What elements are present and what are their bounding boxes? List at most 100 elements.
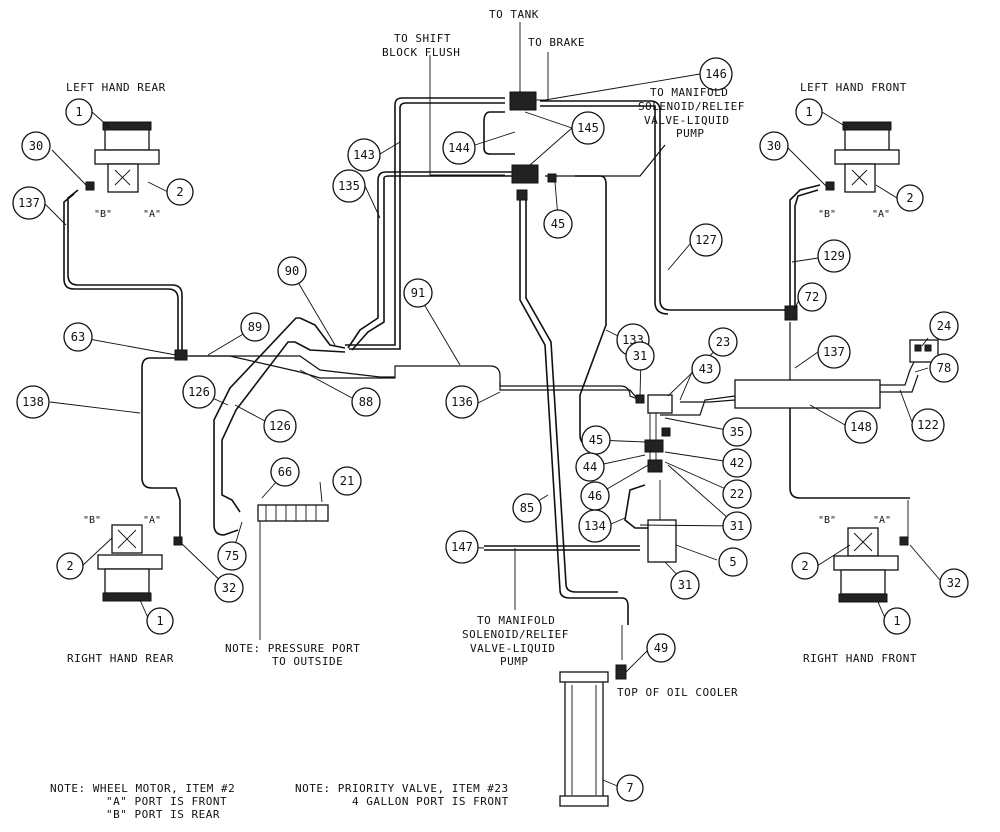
hose-143-b — [349, 102, 505, 350]
port-a-lhr: "A" — [143, 209, 161, 220]
callout-148: 148 — [844, 410, 878, 444]
svg-text:144: 144 — [448, 141, 470, 155]
label-right-hand-rear: RIGHT HAND REAR — [67, 652, 174, 665]
svg-text:146: 146 — [705, 67, 727, 81]
hose-138 — [141, 357, 181, 540]
svg-text:1: 1 — [156, 614, 163, 628]
svg-text:147: 147 — [451, 540, 473, 554]
label-left-hand-rear: LEFT HAND REAR — [66, 81, 166, 94]
hose-90-link — [299, 317, 346, 349]
label-to-brake: TO BRAKE — [528, 36, 585, 49]
svg-text:2: 2 — [66, 559, 73, 573]
hose-134 — [624, 484, 648, 529]
svg-text:24: 24 — [937, 319, 951, 333]
hose-43 — [680, 399, 736, 403]
hose-135 — [347, 171, 512, 349]
callout-5: 5 — [718, 547, 748, 577]
line-to-brake — [535, 52, 549, 101]
hose-127-b — [540, 105, 669, 315]
callout-136: 136 — [445, 385, 479, 419]
hose-135-b — [351, 175, 512, 351]
svg-text:1: 1 — [75, 105, 82, 119]
callout-21: 21 — [332, 466, 362, 496]
callout-31b: 31 — [722, 511, 752, 541]
hose-129-b — [794, 189, 819, 310]
callout-44: 44 — [575, 452, 605, 482]
callout-1-lhf: 1 — [795, 98, 823, 126]
svg-text:42: 42 — [730, 456, 744, 470]
callout-63: 63 — [63, 322, 93, 352]
label-block-flush: BLOCK FLUSH — [382, 46, 460, 59]
hose-126a — [213, 317, 300, 536]
note-wheel-motor-2: "A" PORT IS FRONT — [106, 795, 227, 808]
label-to-shift: TO SHIFT — [394, 32, 451, 45]
callout-75: 75 — [217, 541, 247, 571]
callout-129: 129 — [817, 239, 851, 273]
callout-145: 145 — [571, 111, 605, 145]
callout-31c: 31 — [670, 570, 700, 600]
text-labels: LEFT HAND REAR LEFT HAND FRONT RIGHT HAN… — [50, 8, 916, 821]
hose-89 — [186, 355, 395, 378]
svg-text:66: 66 — [278, 465, 292, 479]
callout-32-rhf: 32 — [939, 568, 969, 598]
callout-1-lhr: 1 — [65, 98, 93, 126]
hose-lines — [63, 22, 919, 660]
wheel-motor-rhr — [97, 524, 183, 602]
priority-valve-23 — [647, 394, 673, 414]
svg-text:148: 148 — [850, 420, 872, 434]
callout-85: 85 — [512, 493, 542, 523]
svg-text:127: 127 — [695, 233, 717, 247]
callout-1-rhr: 1 — [146, 607, 174, 635]
svg-text:43: 43 — [699, 362, 713, 376]
callout-2-rhf: 2 — [791, 552, 819, 580]
svg-text:136: 136 — [451, 395, 473, 409]
callout-137-front: 137 — [817, 335, 851, 369]
label-to-manifold-top-4: PUMP — [676, 127, 705, 140]
svg-text:2: 2 — [176, 185, 183, 199]
svg-text:35: 35 — [730, 425, 744, 439]
hose-122 — [880, 359, 916, 386]
callout-7: 7 — [616, 774, 644, 802]
svg-text:44: 44 — [583, 460, 597, 474]
callout-122: 122 — [911, 408, 945, 442]
line-shift-flush — [429, 55, 505, 176]
svg-text:46: 46 — [588, 489, 602, 503]
note-wheel-motor-1: NOTE: WHEEL MOTOR, ITEM #2 — [50, 782, 235, 795]
callout-90: 90 — [277, 256, 307, 286]
svg-text:2: 2 — [801, 559, 808, 573]
wheel-motor-rhf — [833, 527, 909, 603]
callout-126b: 126 — [263, 409, 297, 443]
svg-text:137: 137 — [18, 196, 40, 210]
valve-block-top — [509, 91, 557, 201]
svg-text:75: 75 — [225, 549, 239, 563]
svg-text:1: 1 — [893, 614, 900, 628]
tee-72 — [784, 305, 798, 321]
callout-24: 24 — [929, 311, 959, 341]
svg-text:90: 90 — [285, 264, 299, 278]
note-wheel-motor-3: "B" PORT IS REAR — [106, 808, 220, 821]
hose-35 — [660, 395, 736, 416]
svg-text:134: 134 — [584, 519, 606, 533]
tee-63 — [174, 349, 188, 361]
callout-135: 135 — [332, 169, 366, 203]
callout-31a: 31 — [625, 341, 655, 371]
svg-text:138: 138 — [22, 395, 44, 409]
svg-text:145: 145 — [577, 121, 599, 135]
port-a-rhr: "A" — [143, 515, 161, 526]
svg-text:126: 126 — [188, 385, 210, 399]
callout-30-lhr: 30 — [21, 131, 51, 161]
callout-72: 72 — [797, 282, 827, 312]
callout-42: 42 — [722, 448, 752, 478]
note-priority-valve-1: NOTE: PRIORITY VALVE, ITEM #23 — [295, 782, 509, 795]
callout-46: 46 — [580, 481, 610, 511]
svg-text:89: 89 — [248, 320, 262, 334]
hose-88 — [190, 355, 378, 379]
svg-text:135: 135 — [338, 179, 360, 193]
hose-85 — [519, 195, 629, 625]
svg-text:30: 30 — [767, 139, 781, 153]
callout-49: 49 — [646, 633, 676, 663]
callout-66: 66 — [270, 457, 300, 487]
callout-89: 89 — [240, 312, 270, 342]
